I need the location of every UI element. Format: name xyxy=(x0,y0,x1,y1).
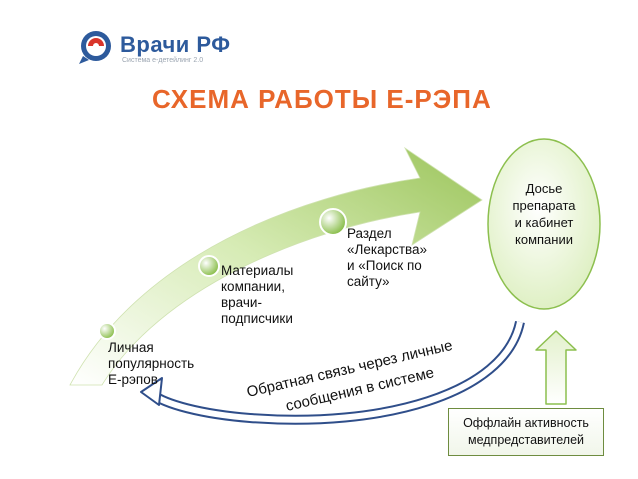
stage-label-3: Раздел «Лекарства» и «Поиск по сайту» xyxy=(347,226,428,289)
logo-icon xyxy=(79,31,111,64)
stage-label-1: Личная популярность Е-рэпов xyxy=(108,340,195,387)
offline-activity-box: Оффлайн активность медпредставителей xyxy=(448,408,604,456)
progress-arrow xyxy=(69,146,483,386)
bullet-dot-icon xyxy=(319,208,347,236)
bullet-dot-icon xyxy=(198,255,220,277)
up-arrow-icon xyxy=(535,330,577,405)
target-label: Досье препарата и кабинет компании xyxy=(512,181,576,247)
page-title: СХЕМА РАБОТЫ Е-РЭПА xyxy=(152,84,492,114)
curved-arrow-icon xyxy=(140,320,525,425)
logo-name: Врачи РФ xyxy=(120,32,231,57)
logo-subtitle: Система e-детейлинг 2.0 xyxy=(122,57,204,64)
bullet-dot-icon xyxy=(98,322,116,340)
target-oval xyxy=(487,138,601,310)
stage-label-2: Материалы компании, врачи- подписчики xyxy=(221,263,294,326)
